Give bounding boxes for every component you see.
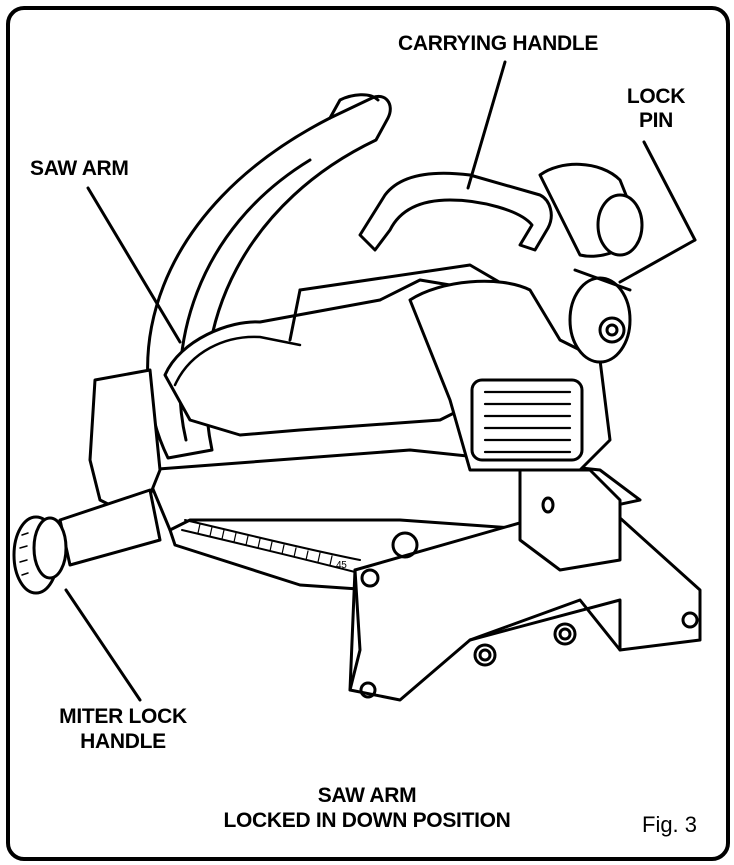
motor-housing bbox=[408, 279, 612, 472]
leader-lines bbox=[64, 60, 697, 702]
lock-pin-label-line2: PIN bbox=[638, 109, 674, 132]
lock-pin-label-line1: LOCK bbox=[626, 85, 686, 108]
caption-line1: SAW ARM bbox=[317, 784, 417, 807]
figure-frame bbox=[6, 6, 730, 861]
miter-lock-handle-label-line2: HANDLE bbox=[80, 730, 166, 753]
lock-pin-assembly bbox=[538, 162, 644, 364]
miter-scale-label-45: 45 bbox=[336, 560, 347, 571]
miter-scale bbox=[181, 519, 361, 573]
figure-number: Fig. 3 bbox=[642, 812, 698, 837]
carrying-handle-shape bbox=[358, 171, 553, 252]
miter-lock-handle-label-line1: MITER LOCK bbox=[59, 705, 187, 728]
blade-guard bbox=[146, 93, 392, 460]
miter-lock-handle-knob bbox=[12, 488, 162, 595]
carrying-handle-label: CARRYING HANDLE bbox=[398, 32, 599, 55]
saw-arm-label: SAW ARM bbox=[30, 157, 129, 180]
support-post bbox=[518, 468, 622, 572]
caption-line2: LOCKED IN DOWN POSITION bbox=[223, 809, 511, 832]
